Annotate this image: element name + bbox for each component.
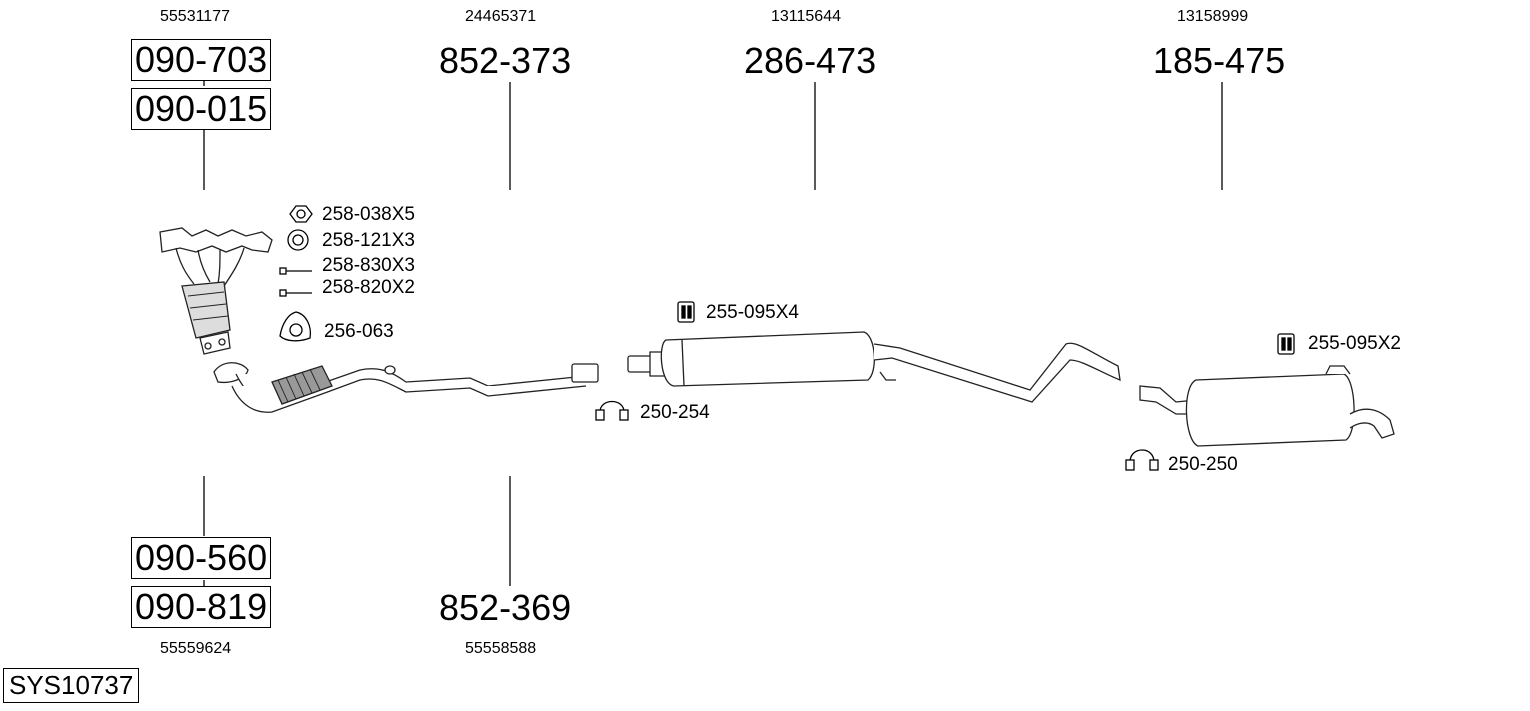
- clamp-front-icon: [595, 400, 629, 421]
- washer-icon: [287, 229, 309, 251]
- oe-number-front-pipe: 55558588: [465, 640, 537, 657]
- oe-number-middle-pipe: 24465371: [465, 8, 537, 25]
- accessory-bolt-short-label[interactable]: 258-820X2: [322, 277, 415, 298]
- nut-icon: [289, 205, 313, 223]
- bolt-short-icon: [279, 289, 312, 297]
- centre-silencer-drawing: [627, 331, 1121, 403]
- accessory-rubber-mount-rear-label[interactable]: 255-095X2: [1308, 333, 1401, 354]
- rear-silencer-drawing: [1139, 365, 1395, 447]
- accessory-gasket-label[interactable]: 256-063: [324, 321, 394, 342]
- part-number-middle-pipe[interactable]: 852-373: [439, 40, 572, 81]
- manifold-drawing: [159, 227, 273, 355]
- rubber-mount-front-icon: [677, 301, 695, 323]
- accessory-clamp-rear-label[interactable]: 250-250: [1168, 454, 1238, 475]
- part-number-centre-silencer[interactable]: 286-473: [744, 40, 877, 81]
- part-number-manifold-3[interactable]: 090-560: [131, 537, 272, 579]
- oe-number-manifold-top: 55531177: [160, 8, 230, 25]
- accessory-bolt-long-label[interactable]: 258-830X3: [322, 255, 415, 276]
- accessory-washer-label[interactable]: 258-121X3: [322, 230, 415, 251]
- front-pipe-drawing: [213, 362, 599, 413]
- rubber-mount-rear-icon: [1277, 333, 1295, 355]
- oe-number-rear-silencer: 13158999: [1177, 8, 1249, 25]
- accessory-rubber-mount-front-label[interactable]: 255-095X4: [706, 302, 799, 323]
- oe-number-centre-silencer: 13115644: [771, 8, 841, 25]
- system-id: SYS10737: [3, 668, 140, 703]
- part-number-manifold-2[interactable]: 090-015: [131, 88, 272, 130]
- part-number-front-pipe[interactable]: 852-369: [439, 587, 572, 628]
- bolt-long-icon: [279, 267, 312, 275]
- accessory-nut-label[interactable]: 258-038X5: [322, 204, 415, 225]
- part-number-manifold-4[interactable]: 090-819: [131, 586, 272, 628]
- accessory-clamp-front-label[interactable]: 250-254: [640, 402, 710, 423]
- part-number-manifold-1[interactable]: 090-703: [131, 39, 272, 81]
- oe-number-manifold-bottom: 55559624: [160, 640, 232, 657]
- gasket-icon: [279, 311, 312, 342]
- part-number-rear-silencer[interactable]: 185-475: [1153, 40, 1286, 81]
- clamp-rear-icon: [1125, 449, 1159, 471]
